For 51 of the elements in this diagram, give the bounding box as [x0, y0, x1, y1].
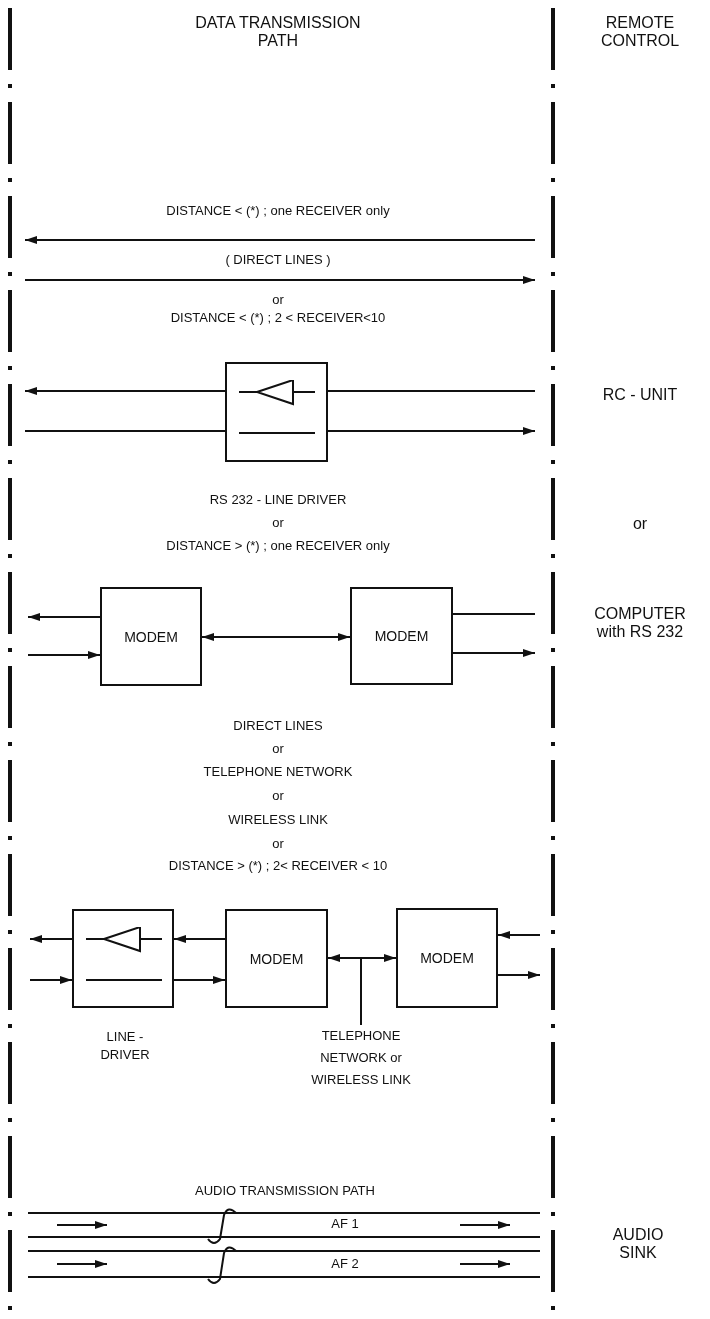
column-heading: DATA TRANSMISSION PATH — [194, 14, 362, 50]
arrow — [27, 651, 101, 659]
modem-box — [100, 587, 202, 686]
arrow — [27, 613, 101, 621]
column-heading: AUDIO SINK — [611, 1226, 665, 1262]
line-driver-box — [225, 362, 328, 462]
annotation-text: DISTANCE < (*) ; one RECEIVER only — [165, 203, 391, 219]
annotation-text: WIRELESS LINK — [227, 812, 329, 828]
modem-box — [396, 908, 498, 1008]
arrow — [201, 633, 351, 641]
annotation-text: DISTANCE > (*) ; 2< RECEIVER < 10 — [167, 858, 389, 874]
annotation-text: or — [271, 788, 285, 804]
annotation-text: AF 1 — [330, 1216, 360, 1232]
arrow — [452, 649, 536, 657]
box-label: MODEM — [124, 628, 178, 645]
modem-box — [225, 909, 328, 1008]
arrow — [497, 971, 541, 979]
annotation-text: or — [271, 836, 285, 852]
column-heading: REMOTE CONTROL — [599, 14, 681, 50]
annotation-text: DIRECT LINES — [232, 718, 324, 734]
modem-box — [350, 587, 453, 685]
annotation-text: TELEPHONE NETWORK — [202, 764, 354, 780]
box-label: MODEM — [249, 950, 304, 967]
annotation-text: TELEPHONE NETWORK or WIRELESS LINK — [310, 1027, 412, 1089]
column-heading: RC - UNIT — [601, 386, 679, 404]
signal-line — [24, 430, 226, 432]
annotation-text: or — [271, 515, 285, 531]
column-heading: or — [631, 515, 649, 533]
annotation-text: RS 232 - LINE DRIVER — [208, 492, 348, 508]
arrow — [29, 935, 73, 943]
signal-line — [327, 390, 536, 392]
arrow — [497, 931, 541, 939]
arrow — [327, 427, 536, 435]
annotation-text: AF 2 — [330, 1256, 360, 1272]
annotation-text: DISTANCE < (*) ; 2 < RECEIVER<10 — [169, 310, 387, 326]
arrow — [173, 935, 226, 943]
signal-line — [452, 613, 536, 615]
leader-line — [360, 958, 362, 1026]
annotation-text: ( DIRECT LINES ) — [224, 252, 332, 268]
box-label: MODEM — [374, 628, 429, 644]
box-caption: LINE - DRIVER — [99, 1028, 151, 1064]
arrow — [327, 954, 397, 962]
annotation-text: DISTANCE > (*) ; one RECEIVER only — [165, 538, 391, 554]
arrow — [173, 976, 226, 984]
arrow — [29, 976, 73, 984]
annotation-text: or — [271, 292, 285, 308]
annotation-text: or — [271, 741, 285, 757]
column-heading: COMPUTER with RS 232 — [593, 605, 687, 641]
box-label: MODEM — [420, 950, 474, 966]
arrow — [24, 387, 226, 395]
annotation-text: AUDIO TRANSMISSION PATH — [194, 1183, 376, 1199]
